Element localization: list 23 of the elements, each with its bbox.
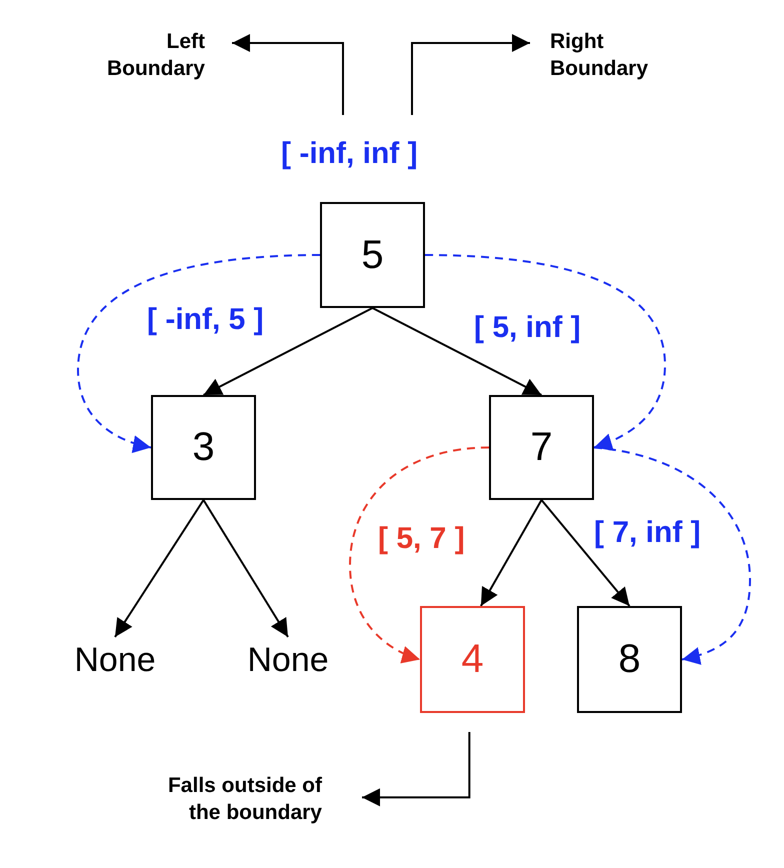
dashed-arrow	[594, 446, 751, 664]
annotation-text: Right Boundary	[550, 26, 700, 84]
null-leaf-text: None	[60, 637, 170, 683]
null-leaf-text: None	[233, 637, 343, 683]
arrow	[372, 307, 542, 396]
dashed-arrow	[77, 254, 320, 452]
arrow	[362, 732, 470, 806]
dashed-arrow	[349, 446, 490, 663]
tree-node-box: 3	[151, 395, 256, 500]
tree-node-box: 7	[489, 395, 594, 500]
annotation-text: Falls outside of the boundary	[140, 757, 322, 841]
arrow	[411, 34, 530, 115]
tree-node-box: 5	[320, 202, 425, 308]
tree-node-box: 4	[420, 606, 525, 713]
arrow	[540, 499, 630, 607]
arrow	[232, 34, 344, 115]
annotation-text: Left Boundary	[70, 26, 205, 84]
arrow	[202, 499, 289, 638]
dashed-arrow	[424, 254, 666, 450]
arrow	[114, 499, 204, 638]
tree-node-box: 8	[577, 606, 682, 713]
arrow	[203, 307, 373, 396]
arrow	[480, 500, 542, 606]
